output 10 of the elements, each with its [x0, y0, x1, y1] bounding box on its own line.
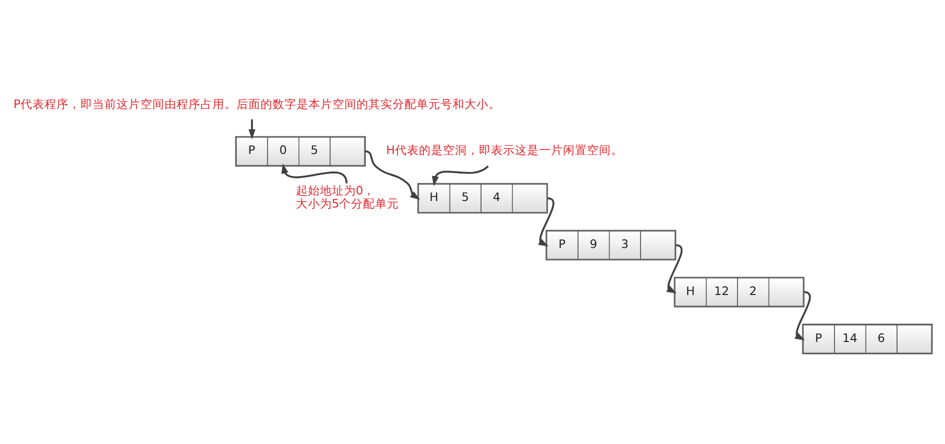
arrow [794, 290, 811, 340]
node-text: 起始地址为0，大小为5个分配单元 [296, 182, 400, 210]
node-text: H代表的是空洞，即表示这是一片闲置空间。 [386, 142, 623, 157]
node-text: P代表程序，即当前这片空间由程序占用。后面的数字是本片空间的其实分配单元号和大小。 [13, 96, 501, 110]
arrow [281, 162, 348, 184]
arrow [365, 150, 420, 200]
arrow [538, 196, 554, 246]
arrow [248, 118, 256, 139]
arrow [432, 164, 489, 186]
arrow [666, 244, 683, 293]
